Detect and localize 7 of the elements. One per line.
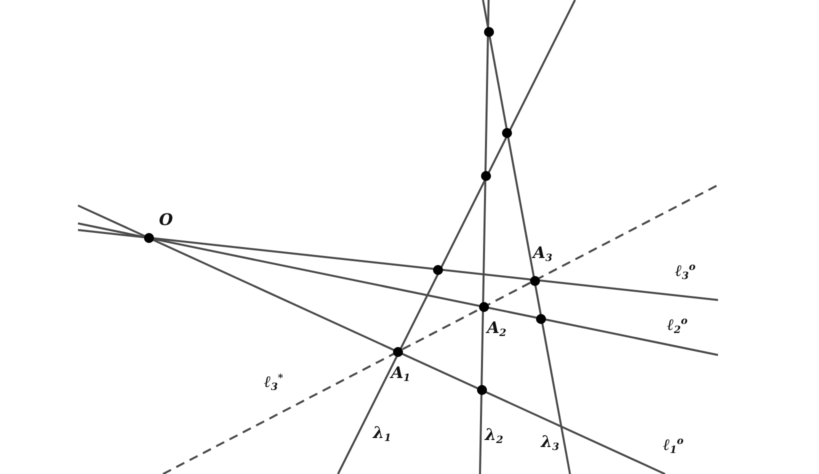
point-label: O xyxy=(159,212,173,228)
point-label: λ$_{1}$ xyxy=(373,425,392,444)
point-label: λ$_{2}$ xyxy=(485,427,504,446)
point-label: A$_{2}$ xyxy=(487,320,506,339)
point-label: A$_{3}$ xyxy=(533,245,552,264)
point-label: λ$_{3}$ xyxy=(541,434,560,453)
point-label: A$_{1}$ xyxy=(391,365,410,384)
